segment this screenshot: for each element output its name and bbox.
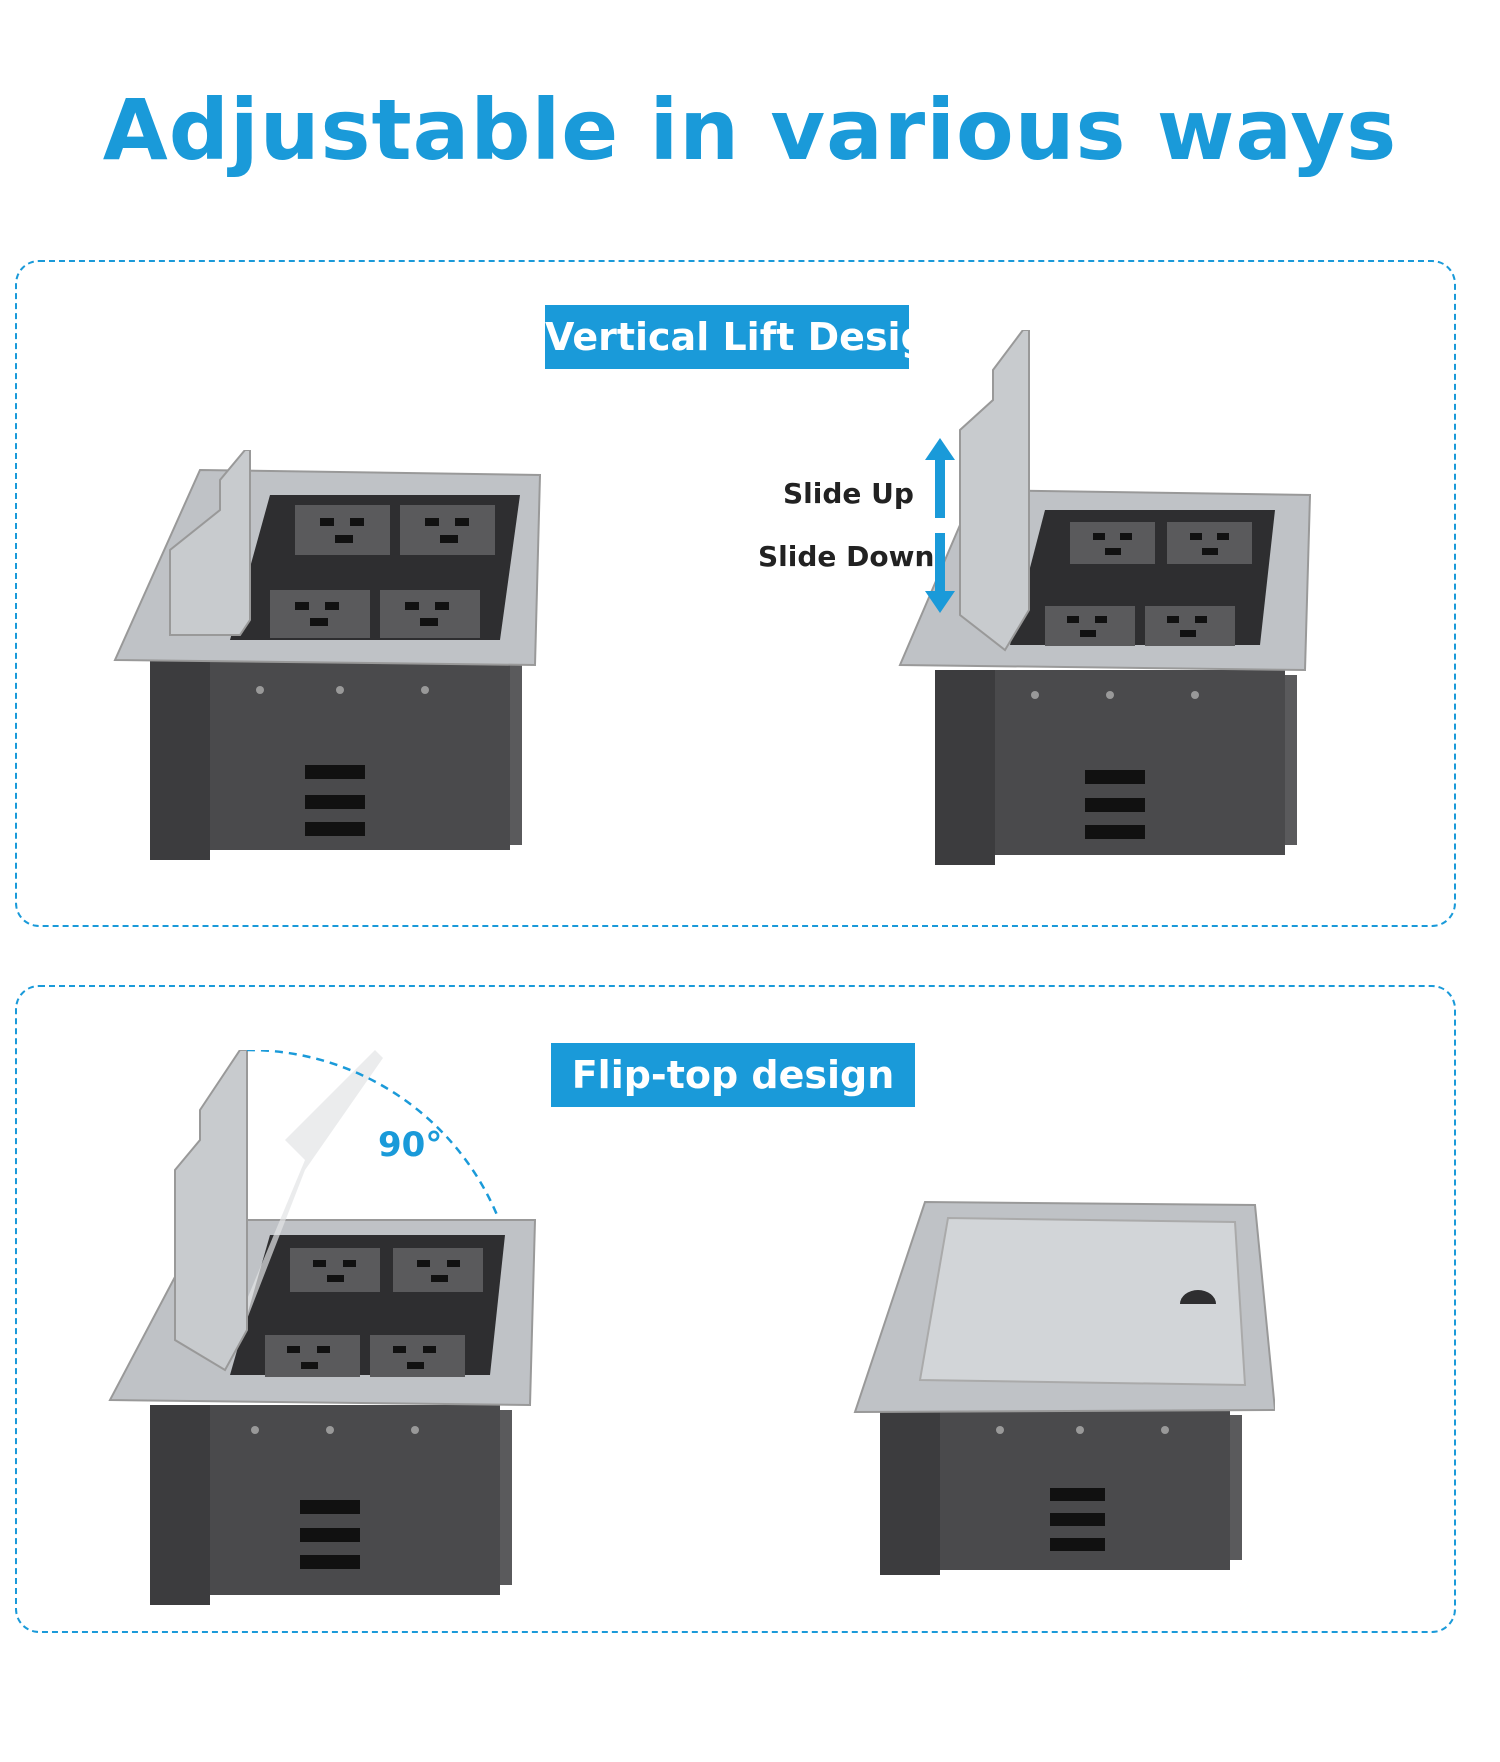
page-title: Adjustable in various ways (102, 81, 1398, 179)
arrow-up-down-icon (925, 438, 955, 613)
socket-box-lid-raised (895, 330, 1315, 870)
vertical-lift-panel (15, 260, 1456, 927)
flip-top-panel (15, 985, 1456, 1633)
socket-box-lid-closed (850, 1200, 1275, 1580)
socket-box-lid-lowered (110, 450, 550, 870)
socket-box-lid-flipped (105, 1050, 545, 1610)
flip-top-tag: Flip-top design (551, 1043, 915, 1107)
slide-down-label: Slide Down (758, 540, 935, 573)
vertical-lift-tag: Vertical Lift Design (545, 305, 955, 369)
rotation-arc-icon (240, 1040, 250, 1050)
slide-up-label: Slide Up (783, 477, 914, 510)
angle-label: 90° (378, 1125, 443, 1165)
